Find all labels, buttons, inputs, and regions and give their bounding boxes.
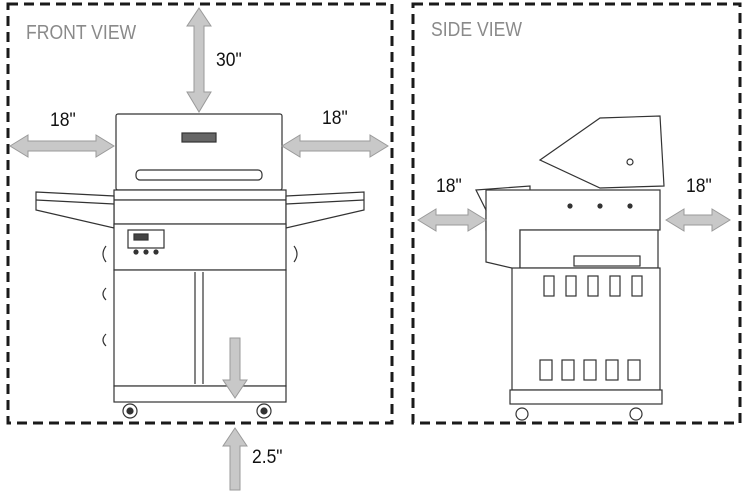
clearance-top-label: 30" (216, 50, 242, 71)
side-view-frame (411, 2, 742, 425)
clearance-right-arrow (281, 134, 389, 158)
side-clearance-right-label: 18" (686, 176, 712, 197)
side-clearance-left-label: 18" (436, 176, 462, 197)
side-view-label: SIDE VIEW (431, 19, 522, 41)
clearance-left-arrow (9, 134, 115, 158)
front-view-label: FRONT VIEW (26, 22, 137, 44)
front-view-frame (6, 2, 394, 425)
side-clearance-left-arrow (417, 208, 487, 232)
clearance-bottom-label: 2.5" (252, 447, 283, 468)
clearance-bottom-arrow-down (222, 337, 248, 399)
side-clearance-right-arrow (665, 208, 731, 232)
clearance-right-label: 18" (322, 108, 348, 129)
clearance-left-label: 18" (50, 110, 76, 131)
clearance-bottom-arrow-up (222, 427, 248, 491)
side-grill-drawing (475, 115, 665, 421)
front-grill-drawing (35, 113, 365, 419)
clearance-top-arrow (186, 7, 212, 113)
